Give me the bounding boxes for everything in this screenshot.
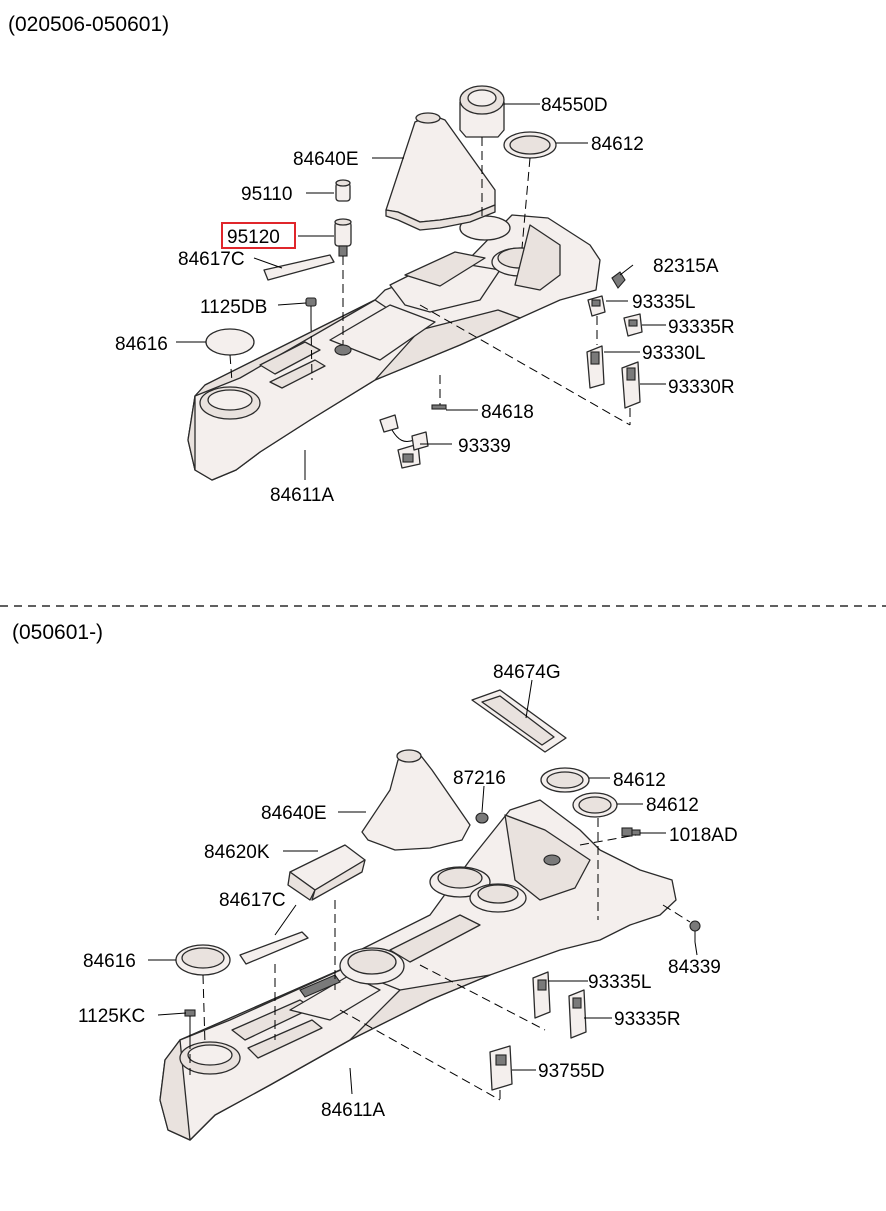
callout-84618[interactable]: 84618 [481, 402, 534, 423]
section-2-drawing [148, 679, 701, 1141]
clip-82315A[interactable] [611, 271, 626, 289]
callout-84612-s2-a[interactable]: 84612 [613, 770, 666, 791]
section-1-drawing [176, 85, 666, 481]
callout-84550D-s1[interactable]: 84550D [541, 95, 608, 116]
callout-93335R-s1[interactable]: 93335R [668, 317, 735, 338]
disc-84616-s1[interactable] [205, 328, 255, 356]
callout-93330L[interactable]: 93330L [642, 343, 705, 364]
callout-84617C-s2[interactable]: 84617C [219, 890, 286, 911]
callout-1125DB[interactable]: 1125DB [200, 297, 267, 318]
callout-1125KC[interactable]: 1125KC [78, 1006, 145, 1027]
callout-93335L-s1[interactable]: 93335L [632, 292, 695, 313]
switch-93335R-s1[interactable] [623, 313, 643, 337]
screw-1125DB[interactable] [305, 297, 317, 322]
callout-84616-s1[interactable]: 84616 [115, 334, 168, 355]
callout-82315A[interactable]: 82315A [653, 256, 719, 277]
switch-93335L-s2[interactable] [532, 971, 551, 1019]
screw-1018AD[interactable] [621, 827, 641, 837]
clip-84339[interactable] [689, 920, 701, 942]
section-2-header: (050601-) [12, 621, 103, 644]
socket-95120[interactable] [334, 218, 352, 257]
pad-84617C-s2[interactable] [239, 931, 309, 965]
callout-95110[interactable]: 95110 [241, 184, 292, 205]
cap-95110[interactable] [335, 179, 351, 202]
callout-93339[interactable]: 93339 [458, 436, 511, 457]
section-1-header: (020506-050601) [8, 13, 169, 36]
shift-knob-84550D-s1[interactable] [459, 85, 505, 138]
callout-93330R[interactable]: 93330R [668, 377, 735, 398]
callout-93755D[interactable]: 93755D [538, 1061, 605, 1082]
highlight-box-95120 [221, 222, 296, 249]
callout-84617C-s1[interactable]: 84617C [178, 249, 245, 270]
pad-84617C-s1[interactable] [263, 254, 335, 281]
switch-93330R[interactable] [621, 361, 641, 409]
callout-84640E-s1[interactable]: 84640E [293, 149, 359, 170]
clip-87216[interactable] [475, 812, 489, 824]
socket-93755D[interactable] [489, 1045, 513, 1091]
switch-93335R-s2[interactable] [568, 989, 587, 1039]
callout-1018AD[interactable]: 1018AD [669, 825, 738, 846]
harness-93339[interactable] [379, 414, 429, 469]
clip-84618[interactable] [431, 404, 447, 410]
callout-84616-s2[interactable]: 84616 [83, 951, 136, 972]
console-84611A-s2[interactable] [159, 799, 677, 1141]
shift-boot-84640E-s2[interactable] [361, 749, 471, 851]
callout-87216[interactable]: 87216 [453, 768, 506, 789]
callout-93335R-s2[interactable]: 93335R [614, 1009, 681, 1030]
callout-84612-s1[interactable]: 84612 [591, 134, 644, 155]
callout-84620K[interactable]: 84620K [204, 842, 270, 863]
callout-84611A-s1[interactable]: 84611A [270, 485, 334, 506]
callout-84339[interactable]: 84339 [668, 957, 721, 978]
switch-93335L-s1[interactable] [587, 295, 606, 317]
callout-84674G[interactable]: 84674G [493, 662, 561, 683]
callout-95120[interactable]: 95120 [227, 227, 280, 248]
callout-84611A-s2[interactable]: 84611A [321, 1100, 385, 1121]
shift-boot-84640E-s1[interactable] [385, 112, 496, 231]
callout-93335L-s2[interactable]: 93335L [588, 972, 651, 993]
cover-84620K[interactable] [287, 844, 366, 901]
callout-84640E-s2[interactable]: 84640E [261, 803, 327, 824]
callout-84612-s2-b[interactable]: 84612 [646, 795, 699, 816]
console-84611A-s1[interactable] [187, 214, 601, 481]
switch-93330L[interactable] [586, 345, 605, 389]
